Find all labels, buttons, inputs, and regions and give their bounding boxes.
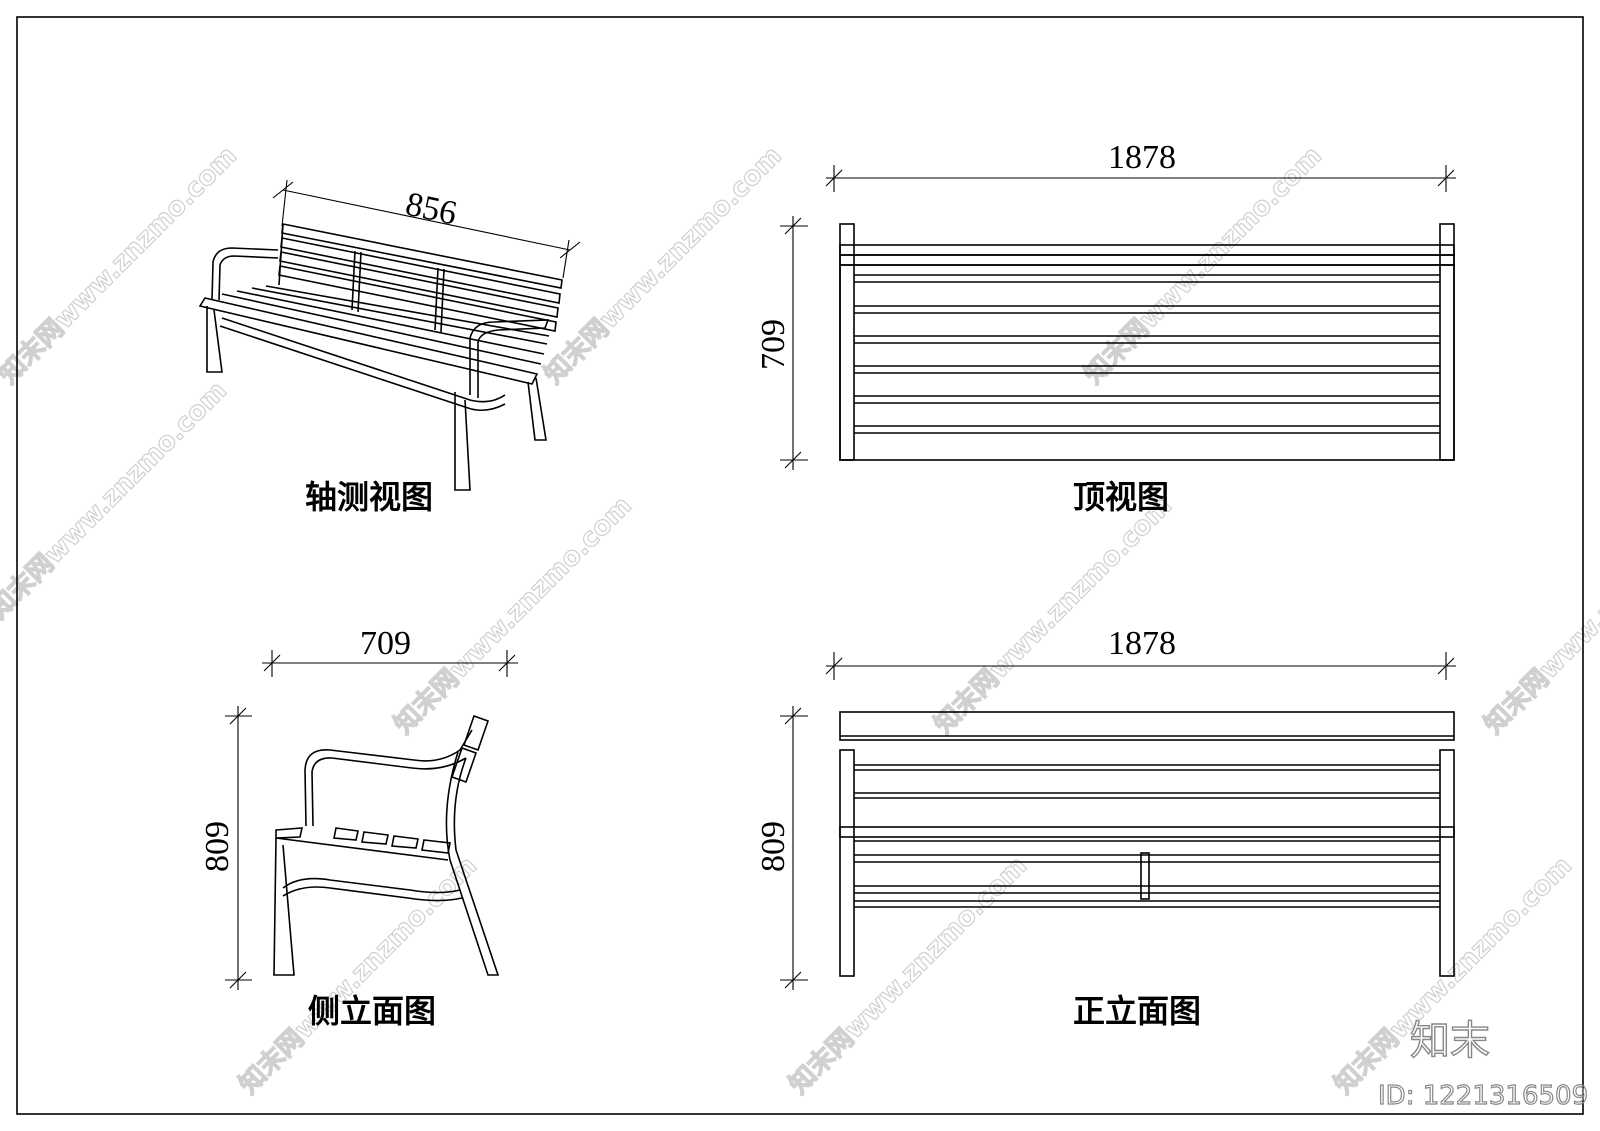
- front-title: 正立面图: [1073, 992, 1201, 1030]
- image-id: ID: 1221316509: [1378, 1081, 1588, 1111]
- front-height-dimension: 809: [755, 821, 792, 872]
- watermark-8: 知末网www.znzmo.com: [234, 851, 483, 1100]
- watermark-7: 知末网www.znzmo.com: [1479, 491, 1600, 740]
- front-view: 1878 809 正立面图: [755, 625, 1456, 1030]
- brand-logo: 知末: [1410, 1018, 1490, 1064]
- watermark-9: 知末网www.znzmo.com: [784, 851, 1033, 1100]
- front-width-dimension: 1878: [1108, 625, 1176, 662]
- side-depth-dimension: 709: [360, 625, 411, 662]
- top-width-dimension: 1878: [1108, 139, 1176, 176]
- watermark-6: 知末网www.znzmo.com: [929, 491, 1178, 740]
- axonometric-dimension: 856: [402, 186, 460, 233]
- axonometric-title: 轴测视图: [305, 478, 433, 516]
- side-view: 709 809 侧立面图: [199, 625, 518, 1030]
- top-title: 顶视图: [1073, 478, 1169, 516]
- watermark-4: 知末网www.znzmo.com: [0, 376, 233, 625]
- watermark-2: 知末网www.znzmo.com: [539, 141, 788, 390]
- sheet-border: [16, 16, 1584, 1115]
- top-view: 1878 709 顶视图: [755, 139, 1456, 516]
- watermark-5: 知末网www.znzmo.com: [389, 491, 638, 740]
- top-depth-dimension: 709: [755, 319, 792, 370]
- side-title: 侧立面图: [308, 992, 436, 1030]
- side-height-dimension: 809: [199, 821, 236, 872]
- watermark-layer: 知末网www.znzmo.com 知末网www.znzmo.com 知末网www…: [0, 140, 1600, 1100]
- axonometric-view: 856 轴测视图: [198, 179, 581, 516]
